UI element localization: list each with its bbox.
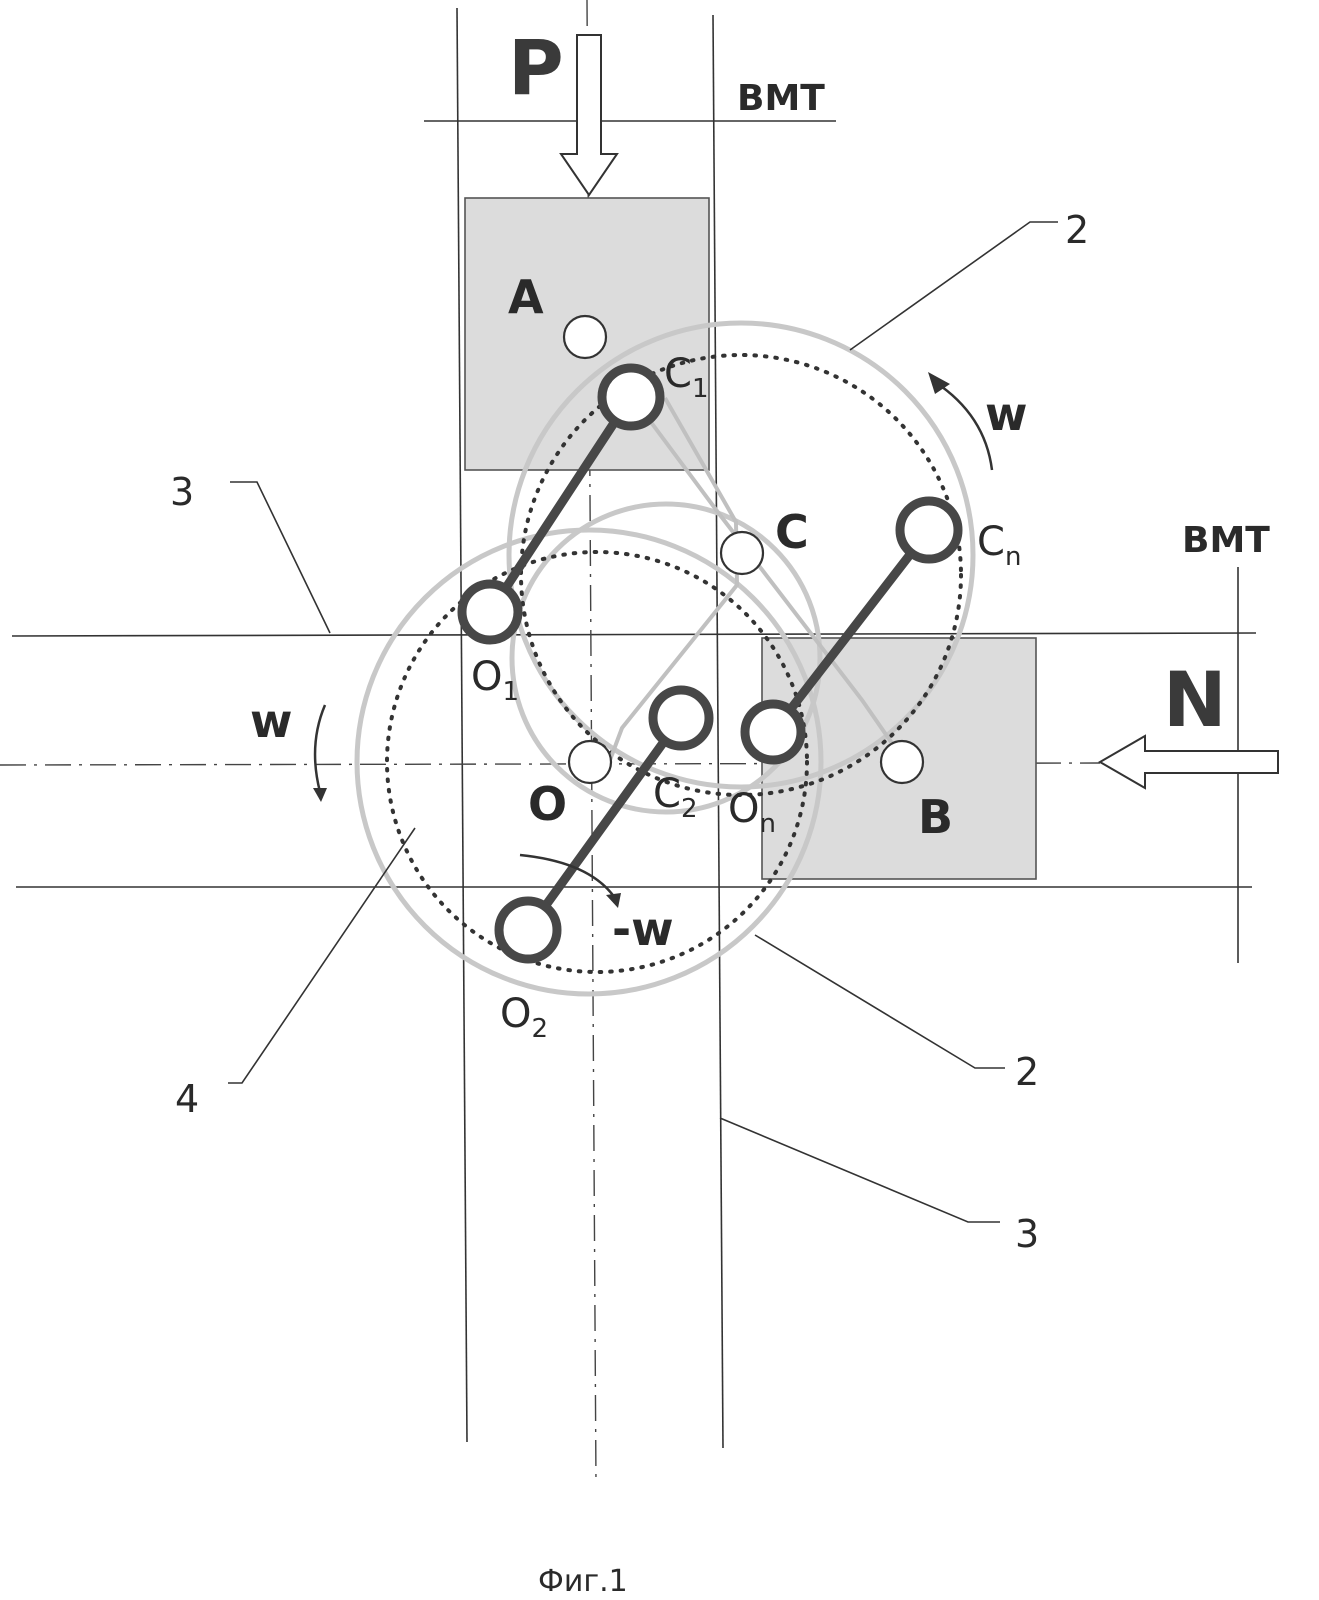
label-cn: Cn xyxy=(977,519,1021,572)
inner-circle xyxy=(509,501,823,815)
label-force-p: P xyxy=(508,23,564,112)
label-point-b: B xyxy=(918,790,953,844)
label-omega-left: w xyxy=(250,694,293,748)
label-c2: C2 xyxy=(653,771,697,824)
grey-link-b xyxy=(608,397,740,761)
leader-2-bottom xyxy=(754,934,1005,1069)
pin-b xyxy=(879,739,925,785)
crank-c2-o2 xyxy=(523,713,686,935)
vertical-rail-right xyxy=(712,14,724,1449)
label-ref-4: 4 xyxy=(175,1077,199,1121)
leader-4 xyxy=(228,827,416,1084)
grey-link-a xyxy=(631,396,907,764)
gear-lower xyxy=(354,527,824,997)
label-omega-right: w xyxy=(985,387,1028,441)
trajectory-upper xyxy=(519,353,963,797)
joint-cn xyxy=(895,496,963,564)
pin-o xyxy=(567,739,613,785)
rotation-neg-w-icon xyxy=(519,853,617,899)
gear-upper xyxy=(506,320,976,790)
label-o2: O2 xyxy=(500,991,548,1044)
rotation-w-left-icon xyxy=(313,704,327,793)
label-point-o: O xyxy=(528,777,567,831)
joint-c1 xyxy=(597,363,665,431)
joint-c2 xyxy=(648,685,714,751)
label-ref-2-top: 2 xyxy=(1065,208,1089,252)
trajectory-lower xyxy=(385,550,809,974)
label-c1: C1 xyxy=(664,351,708,404)
label-ref-3-left: 3 xyxy=(170,470,194,514)
figure-caption: Фиг.1 xyxy=(538,1564,628,1599)
pin-a xyxy=(562,314,608,360)
pin-c xyxy=(719,530,765,576)
horizontal-rail-top xyxy=(11,632,1257,637)
leader-2-top xyxy=(849,221,1058,351)
label-o1: O1 xyxy=(471,654,519,707)
rotation-neg-w-head-icon xyxy=(606,893,621,908)
crank-c1-o1 xyxy=(485,392,636,617)
leader-3-bottom xyxy=(719,1117,1000,1223)
label-bmt-top: ВМТ xyxy=(737,78,825,119)
label-bmt-right: ВМТ xyxy=(1182,520,1270,561)
label-point-a: A xyxy=(508,270,544,324)
force-p-arrow-icon xyxy=(559,34,619,197)
label-ref-3-bottom: 3 xyxy=(1015,1212,1039,1256)
label-on: On xyxy=(728,786,776,839)
joint-o2 xyxy=(494,896,562,964)
label-omega-neg: -w xyxy=(612,902,674,956)
crank-cn-on xyxy=(768,525,934,737)
rotation-w-left-head-icon xyxy=(313,788,327,802)
rotation-w-upper-head-icon xyxy=(928,372,950,394)
rotation-w-upper-icon xyxy=(934,380,994,471)
joint-o1 xyxy=(457,579,523,645)
label-ref-2-bottom: 2 xyxy=(1015,1050,1039,1094)
label-point-c: C xyxy=(775,505,809,559)
leader-3-left xyxy=(230,481,331,634)
joint-on xyxy=(740,699,806,765)
label-force-n: N xyxy=(1163,655,1227,744)
vertical-rail-left xyxy=(456,7,468,1443)
force-n-arrow-icon xyxy=(1098,734,1279,790)
